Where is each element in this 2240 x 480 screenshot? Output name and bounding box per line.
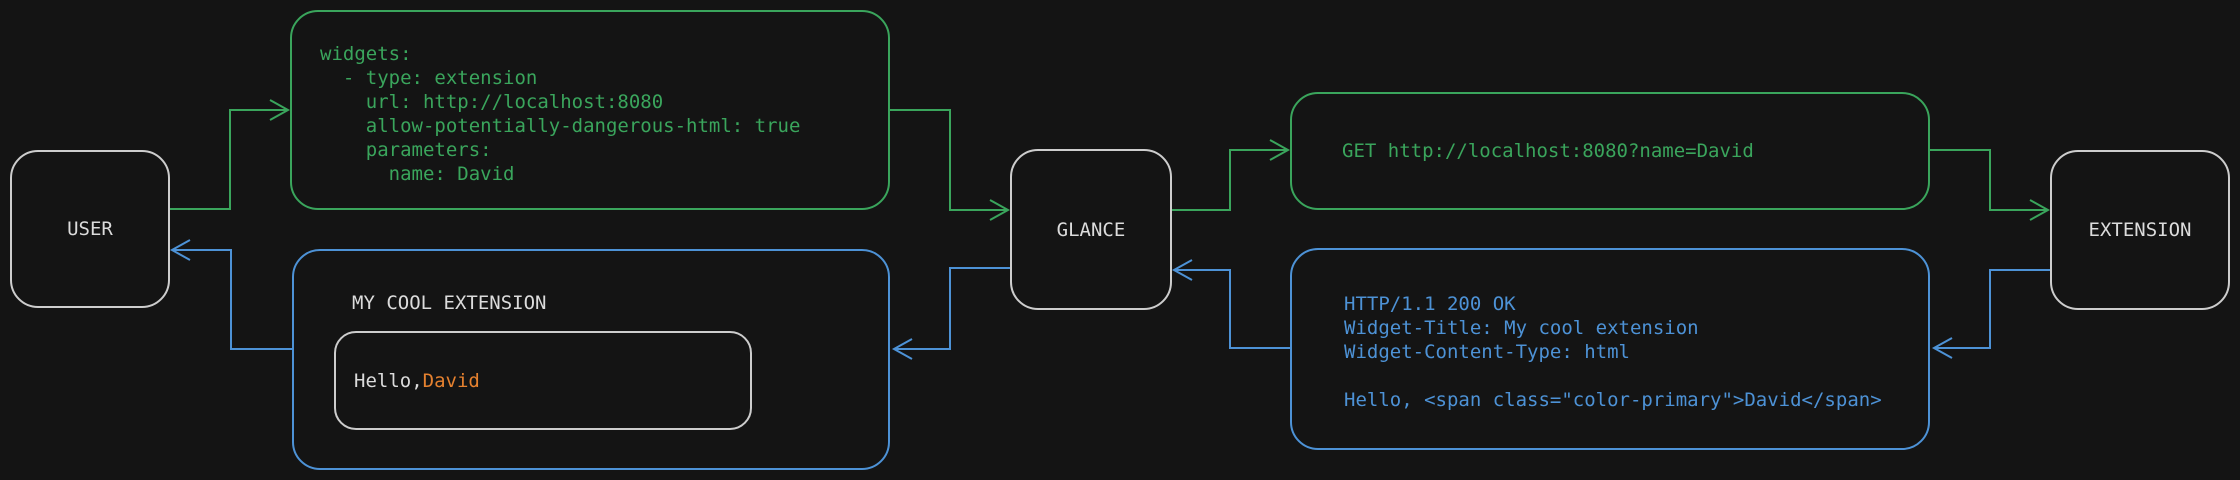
wire-extension-to-response <box>1931 269 2050 359</box>
widget-preview-box: MY COOL EXTENSION Hello, David <box>292 249 890 470</box>
http-request-code: GET http://localhost:8080?name=David <box>1342 140 1754 162</box>
http-response-code: HTTP/1.1 200 OK Widget-Title: My cool ex… <box>1344 293 1882 411</box>
widget-preview-title: MY COOL EXTENSION <box>352 292 547 314</box>
glance-node: GLANCE <box>1010 149 1172 310</box>
http-response-box: HTTP/1.1 200 OK Widget-Title: My cool ex… <box>1290 248 1930 450</box>
wire-glance-to-request <box>1172 139 1291 211</box>
glance-node-label: GLANCE <box>1056 218 1126 241</box>
user-node-label: USER <box>67 218 113 240</box>
extension-node: EXTENSION <box>2050 150 2230 310</box>
config-yaml-code: widgets: - type: extension url: http://l… <box>320 43 801 185</box>
greeting-name: David <box>422 369 480 392</box>
wire-glance-to-widget <box>891 267 1010 360</box>
widget-greeting-box: Hello, David <box>334 331 752 430</box>
wire-request-to-extension <box>1930 149 2051 221</box>
config-yaml-box: widgets: - type: extension url: http://l… <box>290 10 890 210</box>
user-node: USER <box>10 150 170 308</box>
extension-node-label: EXTENSION <box>2088 219 2192 241</box>
http-request-box: GET http://localhost:8080?name=David <box>1290 92 1930 210</box>
wire-widget-to-user <box>169 239 292 350</box>
wire-config-to-glance <box>890 109 1011 221</box>
wire-response-to-glance <box>1171 259 1290 349</box>
greeting-prefix: Hello, <box>354 369 423 392</box>
wire-user-to-config <box>170 99 291 210</box>
